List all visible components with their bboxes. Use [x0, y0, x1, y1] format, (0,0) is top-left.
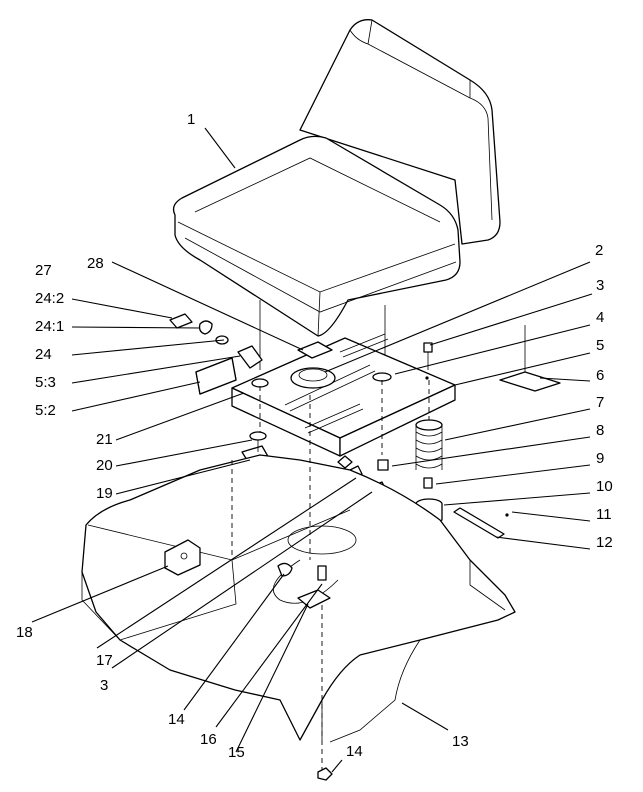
callout-15: 15 — [228, 744, 245, 761]
callout-3: 3 — [596, 277, 604, 294]
callout-20: 20 — [96, 457, 113, 474]
callout-4: 4 — [596, 309, 604, 326]
callout-24-1: 24:1 — [35, 318, 64, 335]
fender-deck-illustration — [81, 454, 516, 781]
callout-13: 13 — [452, 733, 469, 750]
callout-2: 2 — [595, 242, 603, 259]
callout-21: 21 — [96, 431, 113, 448]
callout-10: 10 — [596, 478, 613, 495]
leader-lines — [31, 127, 593, 773]
callout-8: 8 — [596, 422, 604, 439]
callout-5-3: 5:3 — [35, 374, 56, 391]
callout-11: 11 — [596, 506, 612, 523]
callout-24: 24 — [35, 346, 52, 363]
callout-16: 16 — [200, 731, 217, 748]
callout-labels: 1 2 3 4 5 6 7 8 9 10 11 12 13 14 14 15 1… — [16, 111, 613, 761]
seat-plate-illustration — [231, 333, 456, 495]
callout-7: 7 — [596, 394, 604, 411]
decal-illustrations — [195, 325, 561, 395]
callout-24-2: 24:2 — [35, 290, 64, 307]
callout-9: 9 — [596, 450, 604, 467]
callout-19: 19 — [96, 485, 113, 502]
callout-28: 28 — [87, 255, 104, 272]
callout-17: 17 — [96, 652, 113, 669]
callout-6: 6 — [596, 367, 604, 384]
callout-14-mid: 14 — [168, 711, 185, 728]
seat-illustration — [172, 19, 501, 370]
callout-12: 12 — [596, 534, 613, 551]
assembly-center-lines — [231, 380, 430, 770]
callout-3-lower: 3 — [100, 677, 108, 694]
callout-27: 27 — [35, 262, 52, 279]
callout-1: 1 — [187, 111, 195, 128]
callout-5: 5 — [596, 337, 604, 354]
callout-18: 18 — [16, 624, 33, 641]
callout-5-2: 5:2 — [35, 402, 56, 419]
callout-14-bottom: 14 — [346, 743, 363, 760]
